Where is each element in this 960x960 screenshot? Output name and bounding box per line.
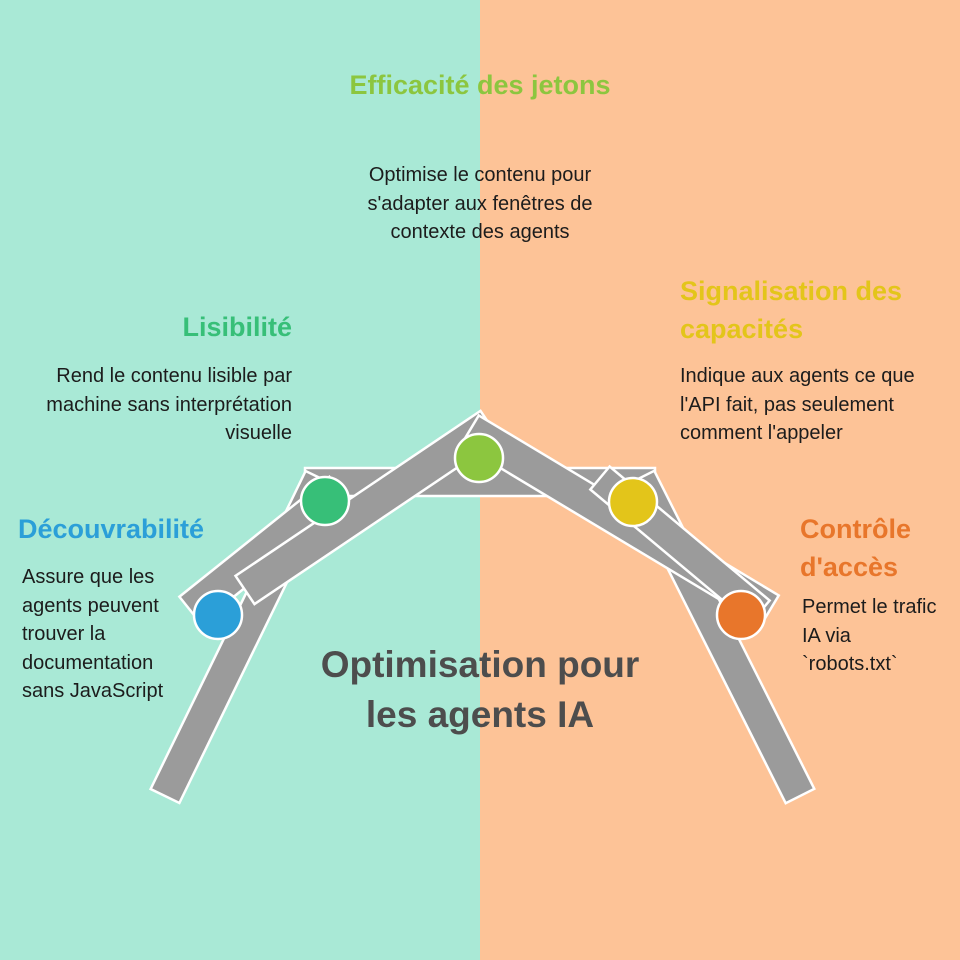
- signalisation-node: [607, 476, 659, 528]
- efficacite-description: Optimise le contenu pour s'adapter aux f…: [367, 164, 593, 243]
- decouvrabilite-node: [192, 589, 244, 641]
- arch-nodes: [192, 432, 767, 641]
- arch-left-upper-beam: [233, 409, 502, 606]
- efficacite-title: Efficacité des jetons: [349, 70, 611, 100]
- controle-title: Contrôle d'accès: [800, 514, 911, 582]
- lisibilite-node: [299, 475, 351, 527]
- lisibilite-title: Lisibilité: [182, 312, 292, 342]
- decouvrabilite-title: Découvrabilité: [18, 514, 205, 544]
- signalisation-description: Indique aux agents ce que l'API fait, pa…: [680, 365, 915, 444]
- main-title: Optimisation pour les agents IA: [320, 644, 640, 735]
- controle-node: [715, 589, 767, 641]
- signalisation-title: Signalisation des capacités: [680, 276, 903, 344]
- decouvrabilite-description: Assure que les agents peuvent trouver la…: [22, 566, 164, 702]
- lisibilite-description: Rend le contenu lisible par machine sans…: [46, 365, 292, 444]
- controle-description: Permet le trafic IA via `robots.txt`: [802, 596, 937, 675]
- efficacite-node: [453, 432, 505, 484]
